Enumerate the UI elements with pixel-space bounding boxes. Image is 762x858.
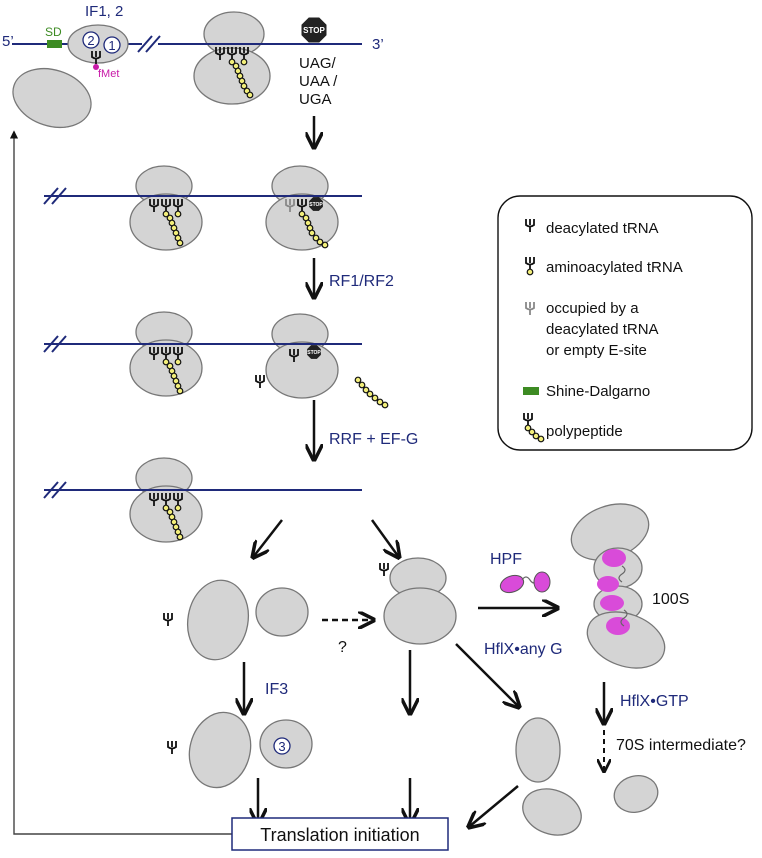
free-large-subunit-icon: [12, 67, 92, 129]
sd-box-icon: [47, 40, 62, 48]
intermediate-label: 70S intermediate?: [616, 737, 746, 754]
row-dissociation: ? HPF 100S: [163, 503, 689, 669]
fmet-icon: [93, 64, 99, 70]
hflx-gtp-label: HflX•GTP: [620, 693, 689, 710]
stop-small-label: STOP: [309, 202, 323, 208]
stop-codon-line2: UAA /: [299, 73, 338, 90]
vacant-70s-icon: [383, 587, 457, 645]
hpf-protein-icon: [499, 571, 551, 594]
stop-codon-line3: UGA: [299, 91, 332, 108]
stop-codon-line1: UAG/: [299, 55, 337, 72]
row-post-termination: [43, 457, 398, 556]
row-termination-stop: STOP RF1/RF2: [43, 165, 394, 296]
if12-label: IF1, 2: [85, 3, 123, 20]
if3-number: 3: [278, 739, 285, 754]
fmet-label: fMet: [98, 68, 119, 80]
s100-label: 100S: [652, 591, 689, 608]
legend-aminoacylated: aminoacylated tRNA: [546, 259, 683, 276]
legend-deacylated: deacylated tRNA: [546, 220, 659, 237]
ribosome-100s-icon: [570, 503, 666, 669]
large-subunit-icon: [187, 579, 249, 661]
hflx-any-label: HflX•any G: [484, 641, 563, 658]
top-row: 5’ 3’ SD 2 1 IF1, 2 fMet STOP: [2, 3, 384, 146]
five-prime-label: 5’: [2, 33, 14, 50]
question-label: ?: [338, 639, 347, 656]
rf-label: RF1/RF2: [329, 273, 394, 290]
legend-occupied-1: occupied by a: [546, 300, 639, 317]
legend-box: [497, 195, 753, 451]
if1-number: 1: [108, 38, 115, 53]
svg-text:STOP: STOP: [303, 26, 325, 35]
sd-legend-icon: [523, 387, 539, 395]
translation-initiation-box: [231, 817, 449, 851]
small-subunit-icon: [255, 587, 309, 637]
initiation-label: Translation initiation: [260, 825, 419, 845]
row-initiation-prep: IF3 HflX•any G HflX•GTP 70S intermediate…: [167, 641, 746, 836]
if3-label: IF3: [265, 681, 288, 698]
row-release: STOP RRF + EF-G: [43, 311, 418, 458]
legend-occupied-3: or empty E-site: [546, 342, 647, 359]
stop-sign-icon: STOP: [301, 17, 327, 43]
legend: deacylated tRNA aminoacylated tRNA occup…: [497, 195, 753, 451]
ribosome-icon: [129, 193, 203, 251]
legend-sd: Shine-Dalgarno: [546, 383, 650, 400]
hpf-label: HPF: [490, 551, 522, 568]
legend-polypeptide: polypeptide: [546, 423, 623, 440]
sd-label: SD: [45, 25, 62, 39]
bottom-row: Translation initiation: [9, 130, 519, 851]
svg-text:STOP: STOP: [307, 350, 321, 356]
released-polypeptide: [354, 376, 389, 409]
if2-number: 2: [87, 33, 94, 48]
legend-occupied-2: deacylated tRNA: [546, 321, 659, 338]
rrf-label: RRF + EF-G: [329, 431, 418, 448]
three-prime-label: 3’: [372, 36, 384, 53]
